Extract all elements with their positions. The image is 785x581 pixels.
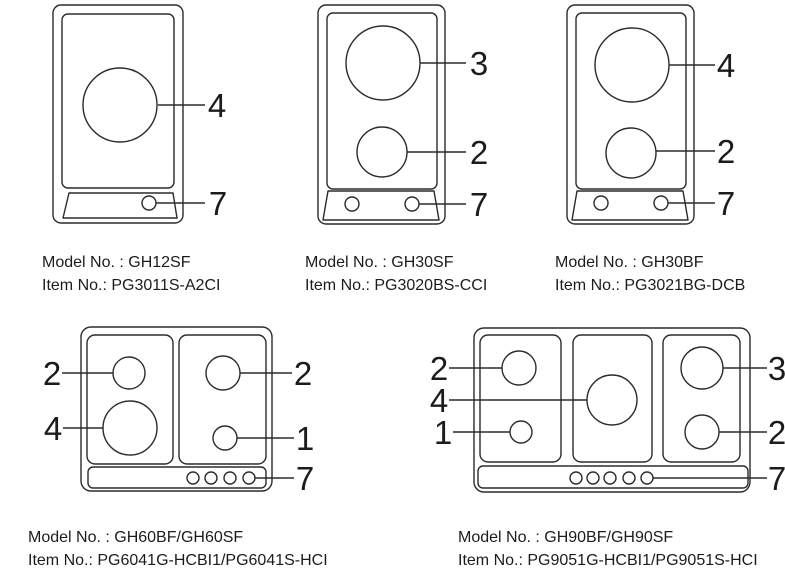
diagram-gh60: 2 4 2 1 7	[43, 326, 314, 497]
callout-number: 2	[470, 134, 488, 171]
callout-number: 7	[470, 186, 488, 223]
right-front-burner	[684, 414, 720, 450]
diagram-gh30sf: 3 2 7	[317, 4, 488, 225]
diagram-gh12sf: 4 7	[52, 4, 227, 224]
item-no-line: Item No.: PG3020BS-CCI	[305, 277, 488, 294]
control-knob	[586, 471, 600, 485]
right-rear-burner	[680, 346, 724, 390]
center-large-burner	[586, 374, 638, 426]
callout-number: 7	[717, 185, 735, 222]
control-knob	[186, 471, 200, 485]
control-knob	[593, 195, 609, 211]
caption-gh30bf: Model No. : GH30BF Item No.: PG3021BG-DC…	[555, 251, 745, 297]
caption-gh90: Model No. : GH90BF/GH90SF Item No.: PG90…	[458, 526, 758, 572]
control-knob	[204, 471, 218, 485]
small-burner	[605, 127, 657, 179]
callout-number: 1	[434, 414, 452, 451]
caption-gh12sf: Model No. : GH12SF Item No.: PG3011S-A2C…	[42, 251, 220, 297]
hob-outer-frame	[52, 4, 184, 224]
hob-outer-frame	[317, 4, 446, 225]
callout-number: 7	[296, 460, 314, 497]
large-burner	[345, 25, 421, 101]
left-front-burner	[509, 420, 533, 444]
model-no-line: Model No. : GH60BF/GH60SF	[28, 529, 244, 546]
diagram-gh90: 2 4 1 3 2 7	[430, 327, 785, 497]
callout-number: 4	[717, 47, 735, 84]
hob-cooking-surface	[326, 12, 438, 190]
callout-number: 3	[768, 350, 785, 387]
control-knob	[223, 471, 237, 485]
callout-number: 7	[209, 185, 227, 222]
control-panel	[87, 466, 267, 489]
hob-outer-frame	[473, 327, 751, 493]
control-knob	[603, 471, 617, 485]
control-panel	[322, 190, 440, 221]
control-knob	[141, 195, 157, 211]
control-knob	[640, 471, 654, 485]
item-no-line: Item No.: PG3021BG-DCB	[555, 277, 746, 294]
right-burner-panel	[662, 334, 741, 463]
callout-number: 2	[430, 350, 448, 387]
caption-gh60: Model No. : GH60BF/GH60SF Item No.: PG60…	[28, 526, 328, 572]
hob-cooking-surface	[61, 13, 175, 189]
item-no-line: Item No.: PG6041G-HCBI1/PG6041S-HCI	[28, 552, 328, 569]
item-no-line: Item No.: PG3011S-A2CI	[42, 277, 221, 294]
hob-outer-frame	[566, 4, 695, 225]
callout-number: 4	[44, 410, 62, 447]
left-rear-burner	[501, 350, 537, 386]
hob-cooking-surface	[575, 12, 687, 190]
control-panel	[477, 465, 749, 489]
model-no-line: Model No. : GH12SF	[42, 254, 191, 271]
callout-number: 4	[430, 382, 448, 419]
front-right-burner	[212, 425, 238, 451]
model-no-line: Model No. : GH90BF/GH90SF	[458, 529, 674, 546]
control-knob	[344, 196, 360, 212]
caption-gh30sf: Model No. : GH30SF Item No.: PG3020BS-CC…	[305, 251, 487, 297]
callout-number: 2	[294, 355, 312, 392]
model-no-line: Model No. : GH30BF	[555, 254, 704, 271]
large-burner	[82, 67, 158, 143]
right-burner-panel	[178, 334, 267, 465]
hob-outer-frame	[80, 326, 273, 492]
callout-number: 4	[208, 87, 226, 124]
callout-number: 2	[717, 133, 735, 170]
callout-number: 7	[768, 460, 785, 497]
rear-right-burner	[205, 355, 241, 391]
item-no-line: Item No.: PG9051G-HCBI1/PG9051S-HCI	[458, 552, 758, 569]
small-burner	[356, 126, 408, 178]
callout-number: 3	[470, 45, 488, 82]
control-panel	[62, 192, 178, 219]
control-knob	[242, 471, 256, 485]
diagram-gh30bf: 4 2 7	[566, 4, 735, 225]
center-burner-panel	[572, 334, 653, 463]
control-knob	[653, 195, 669, 211]
control-knob	[569, 471, 583, 485]
callout-number: 2	[768, 414, 785, 451]
control-knob	[404, 196, 420, 212]
large-burner	[594, 27, 670, 103]
callout-number: 2	[43, 355, 61, 392]
rear-left-burner	[112, 356, 146, 390]
control-knob	[622, 471, 636, 485]
model-no-line: Model No. : GH30SF	[305, 254, 454, 271]
left-burner-panel	[479, 334, 562, 463]
left-burner-panel	[86, 334, 174, 465]
front-left-large-burner	[102, 400, 158, 456]
control-panel	[571, 190, 689, 221]
callout-number: 1	[296, 420, 314, 457]
